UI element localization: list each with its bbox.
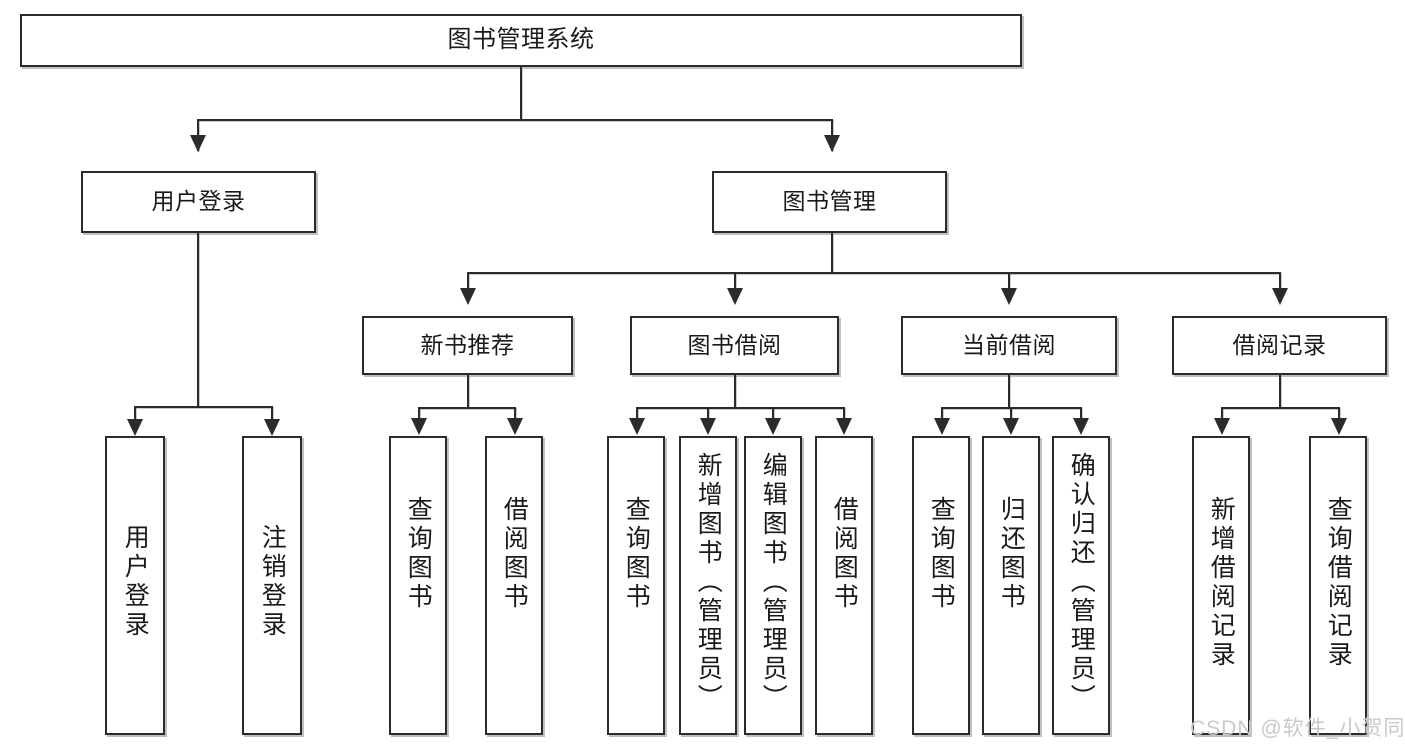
connector-root-stem: [520, 67, 523, 120]
leaf-edit-book-admin[interactable]: 编辑图书（管理员）: [744, 436, 802, 735]
arrow-down-icon: [629, 418, 645, 435]
node-book-borrow[interactable]: 图书借阅: [630, 316, 839, 375]
node-label: 借阅记录: [1232, 331, 1327, 358]
connector-user-login-stem: [197, 233, 200, 407]
node-new-book-recommend[interactable]: 新书推荐: [362, 316, 573, 375]
node-label: 图书借阅: [687, 331, 782, 358]
arrow-down-icon: [264, 419, 280, 436]
arrow-down-icon: [1001, 288, 1017, 305]
node-user-login[interactable]: 用户登录: [81, 171, 316, 233]
arrow-down-icon: [727, 288, 743, 305]
arrow-down-icon: [411, 418, 427, 435]
arrow-down-icon: [765, 418, 781, 435]
arrow-down-icon: [1214, 418, 1230, 435]
connector-new-book-stem: [467, 375, 470, 408]
arrow-down-icon: [1331, 418, 1347, 435]
arrow-down-icon: [507, 418, 523, 435]
node-label: 查询借阅记录: [1324, 496, 1353, 670]
arrow-down-icon: [824, 135, 840, 152]
leaf-borrow-book-recommend[interactable]: 借阅图书: [485, 436, 543, 735]
node-root-book-management-system[interactable]: 图书管理系统: [20, 14, 1022, 67]
node-label: 借阅图书: [830, 496, 859, 612]
node-label: 图书管理系统: [447, 26, 595, 54]
node-label: 查询图书: [622, 496, 651, 612]
arrow-down-icon: [836, 418, 852, 435]
node-label: 用户登录: [121, 524, 150, 640]
leaf-add-book-admin[interactable]: 新增图书（管理员）: [679, 436, 737, 735]
leaf-return-book[interactable]: 归还图书: [982, 436, 1040, 735]
arrow-down-icon: [1073, 418, 1089, 435]
node-label: 归还图书: [997, 496, 1026, 612]
node-borrow-record[interactable]: 借阅记录: [1172, 316, 1387, 375]
node-label: 查询图书: [927, 496, 956, 612]
node-label: 用户登录: [151, 188, 246, 215]
node-label: 新增图书（管理员）: [694, 452, 723, 713]
node-label: 查询图书: [404, 496, 433, 612]
connector-borrow-record-stem: [1279, 375, 1282, 408]
leaf-query-book-current[interactable]: 查询图书: [912, 436, 970, 735]
connector-new-book-bus: [418, 407, 517, 410]
connector-borrow-record-bus: [1221, 407, 1340, 410]
node-label: 编辑图书（管理员）: [759, 452, 788, 713]
leaf-query-borrow-record[interactable]: 查询借阅记录: [1309, 436, 1367, 735]
node-current-borrow[interactable]: 当前借阅: [901, 316, 1117, 375]
leaf-query-book-borrow[interactable]: 查询图书: [607, 436, 665, 735]
node-label: 新增借阅记录: [1207, 496, 1236, 670]
leaf-confirm-return-admin[interactable]: 确认归还（管理员）: [1052, 436, 1110, 735]
node-book-management[interactable]: 图书管理: [712, 171, 947, 233]
connector-book-mgmt-stem: [831, 233, 834, 273]
arrow-down-icon: [1272, 288, 1288, 305]
leaf-borrow-book[interactable]: 借阅图书: [815, 436, 873, 735]
leaf-query-book-recommend[interactable]: 查询图书: [389, 436, 447, 735]
node-label: 新书推荐: [420, 331, 515, 358]
connector-current-borrow-stem: [1008, 375, 1011, 408]
arrow-down-icon: [190, 135, 206, 152]
node-label: 借阅图书: [500, 496, 529, 612]
arrow-down-icon: [460, 288, 476, 305]
connector-book-borrow-stem: [734, 375, 737, 408]
csdn-watermark: CSDN @软件_小贺同学: [1190, 717, 1405, 740]
node-label: 注销登录: [258, 524, 287, 640]
leaf-user-login[interactable]: 用户登录: [105, 436, 165, 735]
connector-user-login-bus: [134, 406, 273, 409]
connector-book-borrow-bus: [636, 407, 844, 410]
arrow-down-icon: [127, 419, 143, 436]
arrow-down-icon: [700, 418, 716, 435]
node-label: 图书管理: [782, 188, 877, 215]
node-label: 确认归还（管理员）: [1067, 452, 1096, 713]
arrow-down-icon: [934, 418, 950, 435]
connector-book-mgmt-bus: [467, 272, 1281, 275]
arrow-down-icon: [1003, 418, 1019, 435]
connector-root-bus: [197, 119, 834, 122]
leaf-add-borrow-record[interactable]: 新增借阅记录: [1192, 436, 1250, 735]
leaf-logout[interactable]: 注销登录: [242, 436, 302, 735]
node-label: 当前借阅: [962, 331, 1056, 358]
